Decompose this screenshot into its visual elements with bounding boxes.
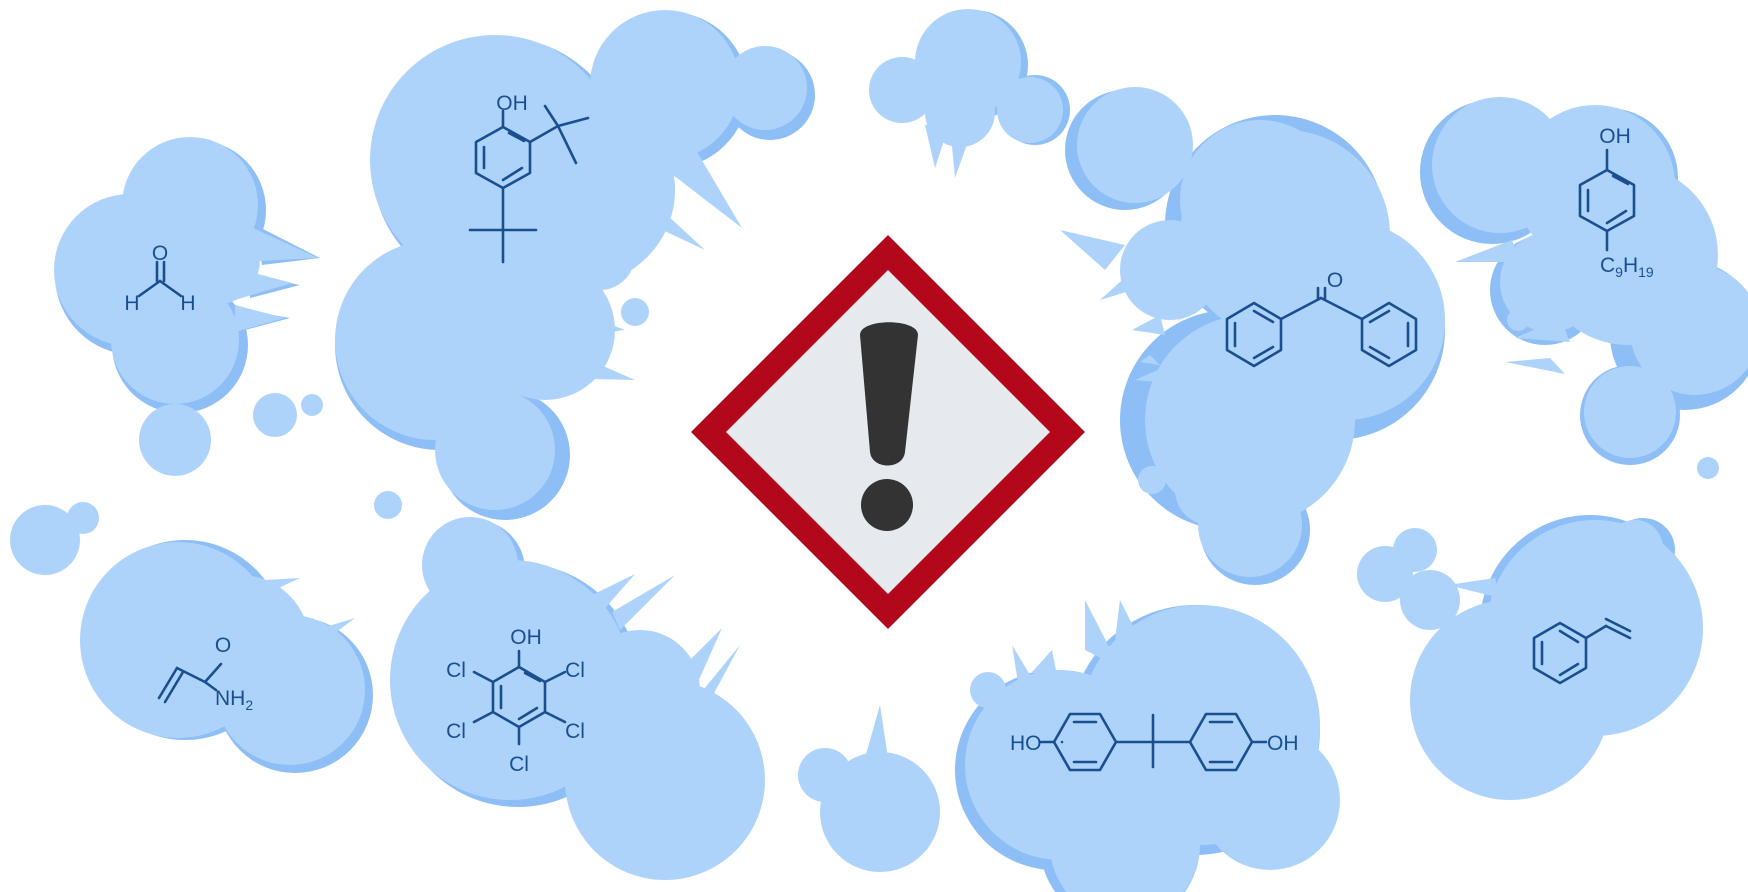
benzophenone-structure: O [1225, 269, 1418, 368]
nonylphenol-c-label: C9H19 [1600, 254, 1654, 280]
formaldehyde-o-label: O [152, 242, 168, 265]
bpa-structure: HO OH [1010, 712, 1299, 772]
acrylamide-structure: O NH2 [157, 634, 253, 713]
pcp-cl1-label: Cl [446, 659, 466, 682]
pcp-cl3-label: Cl [446, 720, 466, 743]
formaldehyde-h2-label: H [180, 292, 195, 315]
cloud-benzophenone [1060, 87, 1445, 585]
bht-structure: OH [468, 92, 590, 264]
bpa-oh-label: OH [1267, 732, 1299, 755]
benzophenone-o-label: O [1327, 269, 1343, 292]
hazard-pictogram [691, 235, 1085, 629]
cloud-top-center [869, 9, 1070, 178]
pcp-cl4-label: Cl [565, 720, 585, 743]
acrylamide-o-label: O [215, 634, 231, 657]
bht-oh-label: OH [496, 92, 528, 115]
pcp-oh-label: OH [510, 626, 542, 649]
acrylamide-nh2-label: NH2 [215, 687, 253, 713]
cloud-acrylamide [80, 540, 373, 773]
bpa-ho-label: HO [1010, 732, 1042, 755]
cloud-pcp [390, 517, 765, 880]
pcp-structure: OH Cl Cl Cl Cl Cl [446, 626, 585, 776]
pcp-cl5-label: Cl [509, 753, 529, 776]
pcp-cl2-label: Cl [565, 659, 585, 682]
formaldehyde-h1-label: H [124, 292, 139, 315]
cloud-nonylphenol [1420, 97, 1748, 479]
cloud-formaldehyde [10, 137, 402, 575]
nonylphenol-oh-label: OH [1599, 125, 1631, 148]
nonylphenol-structure: OH C9H19 [1578, 125, 1654, 280]
cloud-bht [335, 10, 815, 520]
exclamation-mark-icon [860, 322, 918, 531]
cloud-styrene [1357, 515, 1703, 800]
formaldehyde-structure: O H H [124, 242, 195, 315]
cloud-bottom-center [798, 705, 940, 872]
styrene-structure [1532, 617, 1632, 685]
